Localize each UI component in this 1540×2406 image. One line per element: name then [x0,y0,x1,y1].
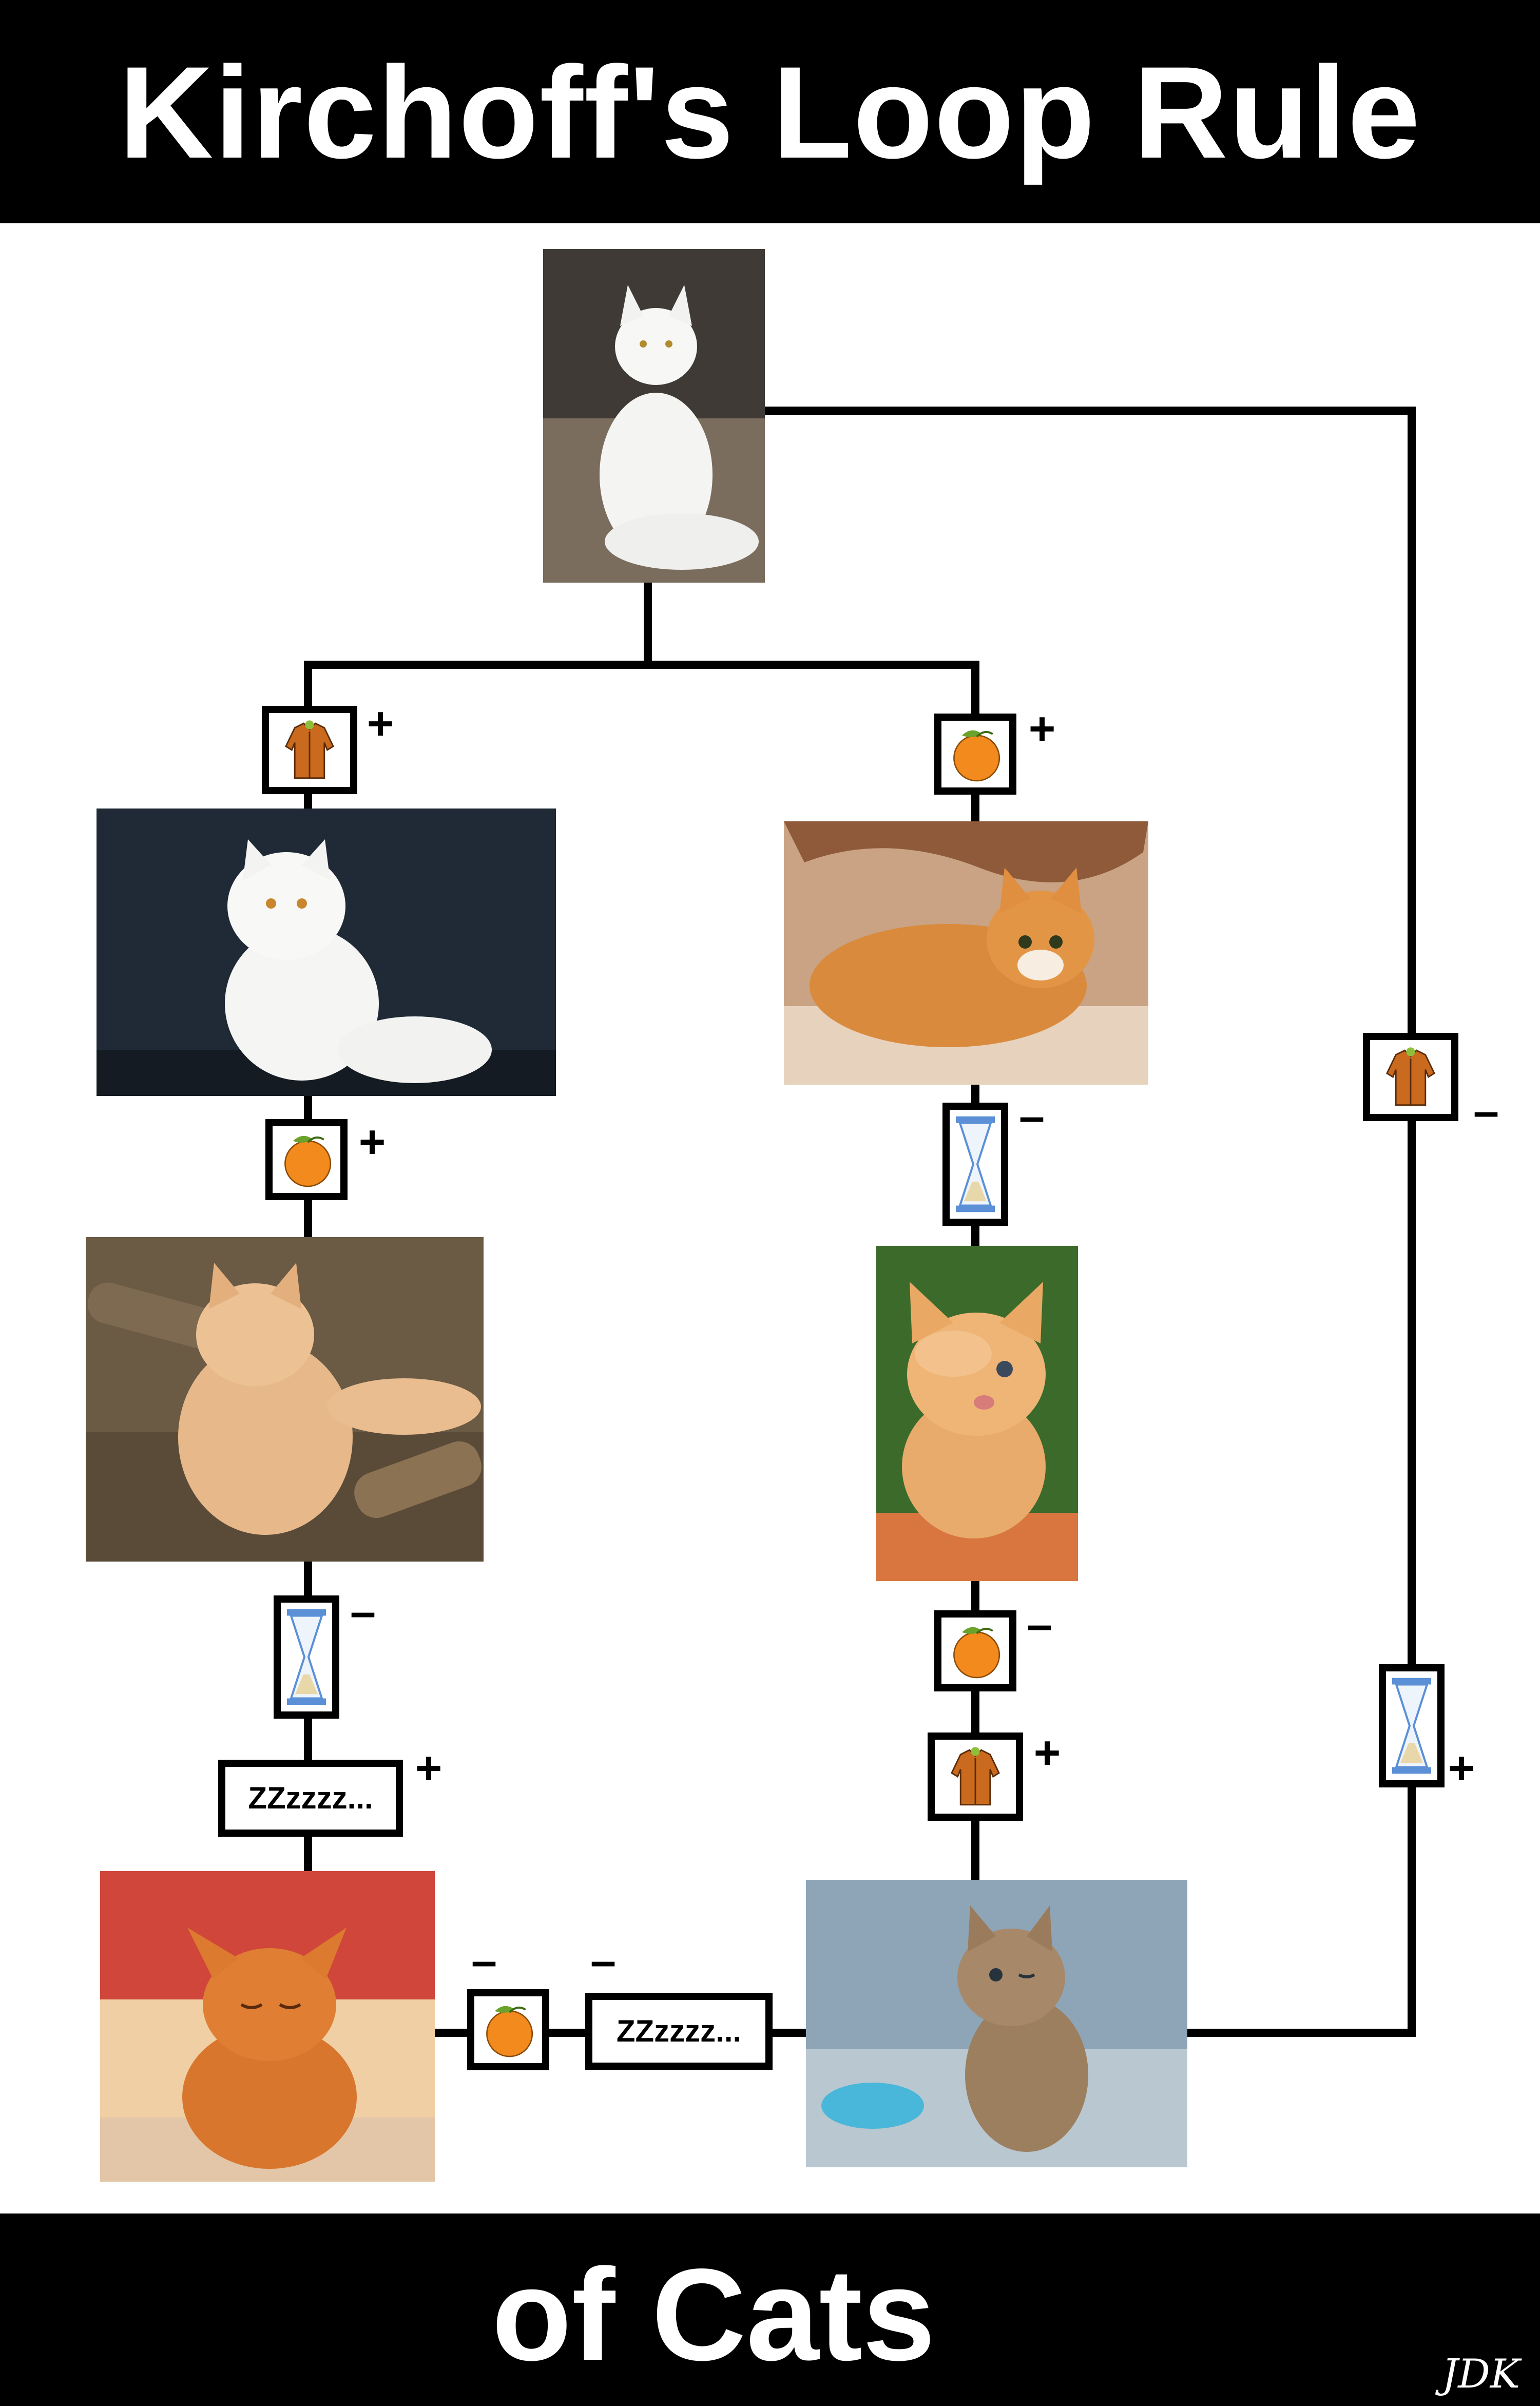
middle-hourglass-element [942,1103,1008,1226]
right-coat-sign: – [1473,1086,1499,1137]
footer-banner [0,2213,1540,2406]
hourglass-icon [1392,1678,1431,1774]
right-hourglass-element [1379,1664,1445,1787]
artist-signature: JDK [1441,2351,1520,2397]
bottom-sleep-element: ZZzzzz... [585,1993,773,2070]
cat-photo-white-longhair [543,249,765,583]
title-banner [0,0,1540,223]
hourglass-icon [287,1609,326,1705]
middle-coat-sign: + [1033,1727,1061,1779]
left-coat-element [262,706,357,794]
orange-icon [953,1627,1000,1679]
left-hourglass-element [274,1595,339,1719]
left-orange-element [265,1119,348,1200]
cat-photo-white-persian [97,809,556,1096]
hourglass-icon [956,1116,995,1212]
coat-icon [951,1747,1000,1806]
bottom-orange-sign: – [471,1935,497,1987]
page-title: Kirchoff's Loop Rule [119,40,1421,186]
cat-photo-orange-tabby-lying [784,821,1148,1085]
orange-icon [486,2006,533,2057]
left-coat-sign: + [367,698,394,749]
wire-top-right [756,407,1416,2037]
middle-orange-bottom-sign: – [1026,1599,1053,1650]
middle-orange-top-sign: + [1028,703,1056,755]
cat-photo-orange-kitten-paw [876,1246,1078,1581]
bottom-sleep-sign: – [590,1935,617,1987]
cat-photo-fluffy-ginger-on-logs [86,1237,484,1562]
coat-icon [1386,1047,1435,1106]
bottom-sleep-label: ZZzzzz... [616,2014,742,2048]
left-sleep-element: ZZzzzz... [218,1760,403,1837]
orange-icon [284,1135,332,1187]
page-subtitle: of Cats [491,2242,936,2388]
orange-icon [953,730,1000,782]
middle-coat-element [928,1733,1023,1821]
coat-icon [285,720,334,779]
cat-photo-tabby-kitten-bowl [806,1880,1187,2167]
right-hourglass-sign: + [1448,1743,1475,1794]
middle-orange-bottom-element [934,1610,1016,1691]
bottom-orange-element [467,1989,549,2070]
left-sleep-sign: + [415,1743,442,1794]
left-orange-sign: + [358,1117,386,1168]
left-sleep-label: ZZzzzz... [248,1781,373,1815]
right-coat-element [1363,1033,1458,1121]
left-hourglass-sign: – [350,1586,376,1638]
middle-hourglass-sign: – [1018,1091,1045,1142]
cat-photo-sleepy-orange-kitten [100,1871,435,2182]
middle-orange-top-element [934,714,1016,795]
